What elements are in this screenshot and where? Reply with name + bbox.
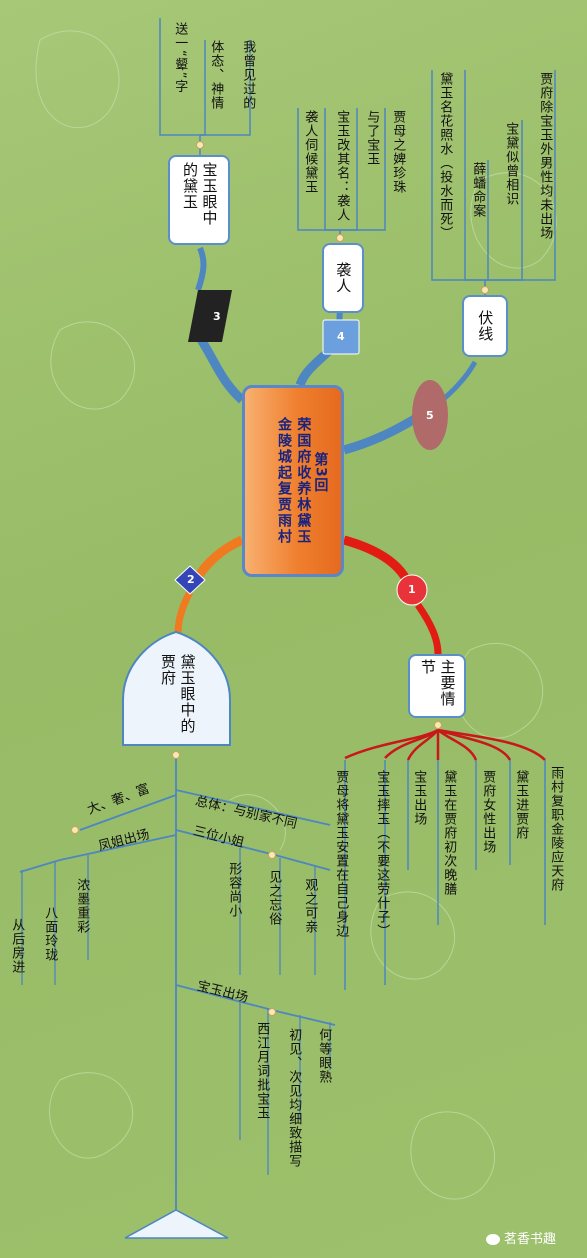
b1-item-2: 贾府女性出场 [480,770,496,854]
node-baoyu-view[interactable]: 宝玉眼中的黛玉 [168,155,230,245]
central-line-1: 第3回 [312,452,329,493]
central-line-3: 荣国府收养林黛玉 [295,417,312,545]
b3-item-2: 体态、神情 [208,40,224,110]
b2-baoyu-child-0: 何等眼熟 [316,1028,332,1084]
badge-number-5: 5 [426,409,434,422]
b5-item-2: 薛蟠命案 [470,162,486,218]
b1-item-1: 黛玉进贾府 [513,770,529,840]
b5-item-1: 宝黛似曾相识 [503,122,519,206]
b2-sisters-child-1: 见之忘俗 [266,870,282,926]
badge-shape-5 [412,380,448,450]
b2-baoyu-child-2: 西江月词批宝玉 [254,1022,270,1120]
b2-fengjie-child-1: 八面玲珑 [42,906,58,962]
b4-item-3: 袭人伺候黛玉 [302,110,318,194]
node-xiren-label: 袭人 [334,262,353,294]
badge-number-2: 2 [187,573,195,586]
b1-item-0: 雨村复职金陵应天府 [548,766,564,892]
node-jiafu-view[interactable]: 黛玉眼中的贾府 [135,650,219,742]
b5-item-3: 黛玉名花照水（投水而死） [437,72,453,240]
badge-number-3: 3 [213,310,221,323]
b2-fengjie-child-0: 浓墨重彩 [74,878,90,934]
central-line-2: 金陵城起复贾雨村 [276,417,292,545]
badge-shape-1 [396,574,428,606]
b3-item-3: 送一“颦”字 [172,22,188,94]
node-main-plot[interactable]: 主要情节 [408,654,466,718]
b1-item-6: 贾母将黛玉安置在自己身边 [333,770,349,938]
watermark: 茗香书趣 [486,1228,556,1247]
b2-sisters-child-0: 观之可亲 [302,878,318,934]
node-foreshadow[interactable]: 伏线 [462,295,508,357]
b2-baoyu-child-1: 初见、次见均细致描写 [286,1028,302,1168]
b2-sisters-child-2: 形容尚小 [226,862,242,918]
b2-fengjie-child-2: 从后房进 [9,918,25,974]
b5-item-0: 贾府除宝玉外男性均未出场 [537,72,553,240]
b1-item-5: 宝玉摔玉（不要这劳什子） [374,770,390,938]
badge-number-4: 4 [337,330,345,343]
b4-item-0: 贾母之婢珍珠 [390,110,406,194]
node-jiafu-view-label: 黛玉眼中的贾府 [159,654,197,734]
b1-item-3: 黛玉在贾府初次晚膳 [441,770,457,896]
badge-shape-2 [174,565,206,595]
b1-item-4: 宝玉出场 [411,770,427,826]
b4-item-2: 宝玉改其名：袭人 [334,110,350,222]
node-baoyu-view-label: 宝玉眼中的黛玉 [181,162,219,226]
node-main-plot-label: 主要情节 [419,659,457,707]
wechat-icon [486,1234,500,1245]
badge-shape-3 [188,290,232,342]
b4-item-1: 与了宝玉 [364,110,380,166]
b3-item-1: 我曾见过的 [240,40,256,110]
central-topic[interactable]: 金陵城起复贾雨村 荣国府收养林黛玉 [242,385,344,577]
node-foreshadow-label: 伏线 [476,310,495,342]
node-xiren[interactable]: 袭人 [322,243,364,313]
badge-shape-4 [322,319,360,355]
watermark-text: 茗香书趣 [504,1232,557,1247]
badge-number-1: 1 [408,583,416,596]
